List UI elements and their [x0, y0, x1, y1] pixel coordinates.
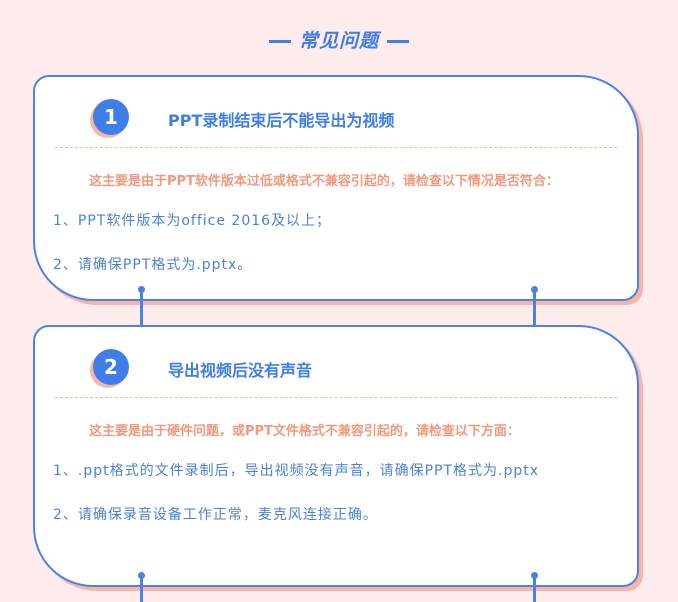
- connector-dot: [138, 572, 145, 579]
- faq-card-1: 1 PPT录制结束后不能导出为视频 这主要是由于PPT软件版本过低或格式不兼容引…: [33, 75, 639, 301]
- section-title-text: 常见问题: [298, 30, 379, 52]
- section-title: 常见问题: [0, 26, 678, 53]
- connector-line: [533, 290, 536, 338]
- connector-dot: [531, 572, 538, 579]
- faq-answer-item: 2、请确保录音设备工作正常，麦克风连接正确。: [53, 507, 378, 523]
- faq-answer-note: 这主要是由于硬件问题，或PPT文件格式不兼容引起的，请检查以下方面：: [89, 424, 520, 439]
- dashed-divider: [55, 147, 617, 148]
- connector-line: [533, 576, 536, 602]
- faq-answer-item: 2、请确保PPT格式为.pptx。: [53, 257, 253, 273]
- faq-question-title: PPT录制结束后不能导出为视频: [168, 111, 395, 130]
- connector-line: [140, 290, 143, 338]
- dashed-divider: [55, 397, 617, 398]
- faq-question-title: 导出视频后没有声音: [168, 361, 313, 380]
- faq-answer-note: 这主要是由于PPT软件版本过低或格式不兼容引起的，请检查以下情况是否符合：: [89, 174, 559, 189]
- connector-dot: [138, 286, 145, 293]
- title-dash-right: [387, 40, 409, 43]
- faq-number-badge: 2: [93, 349, 129, 385]
- connector-dot: [531, 286, 538, 293]
- faq-number-badge: 1: [93, 99, 129, 135]
- faq-answer-item: 1、PPT软件版本为office 2016及以上；: [53, 213, 332, 229]
- faq-card-2: 2 导出视频后没有声音 这主要是由于硬件问题，或PPT文件格式不兼容引起的，请检…: [33, 325, 639, 587]
- title-dash-left: [268, 40, 291, 43]
- connector-line: [140, 576, 143, 602]
- faq-answer-item: 1、.ppt格式的文件录制后，导出视频没有声音，请确保PPT格式为.pptx: [53, 463, 540, 479]
